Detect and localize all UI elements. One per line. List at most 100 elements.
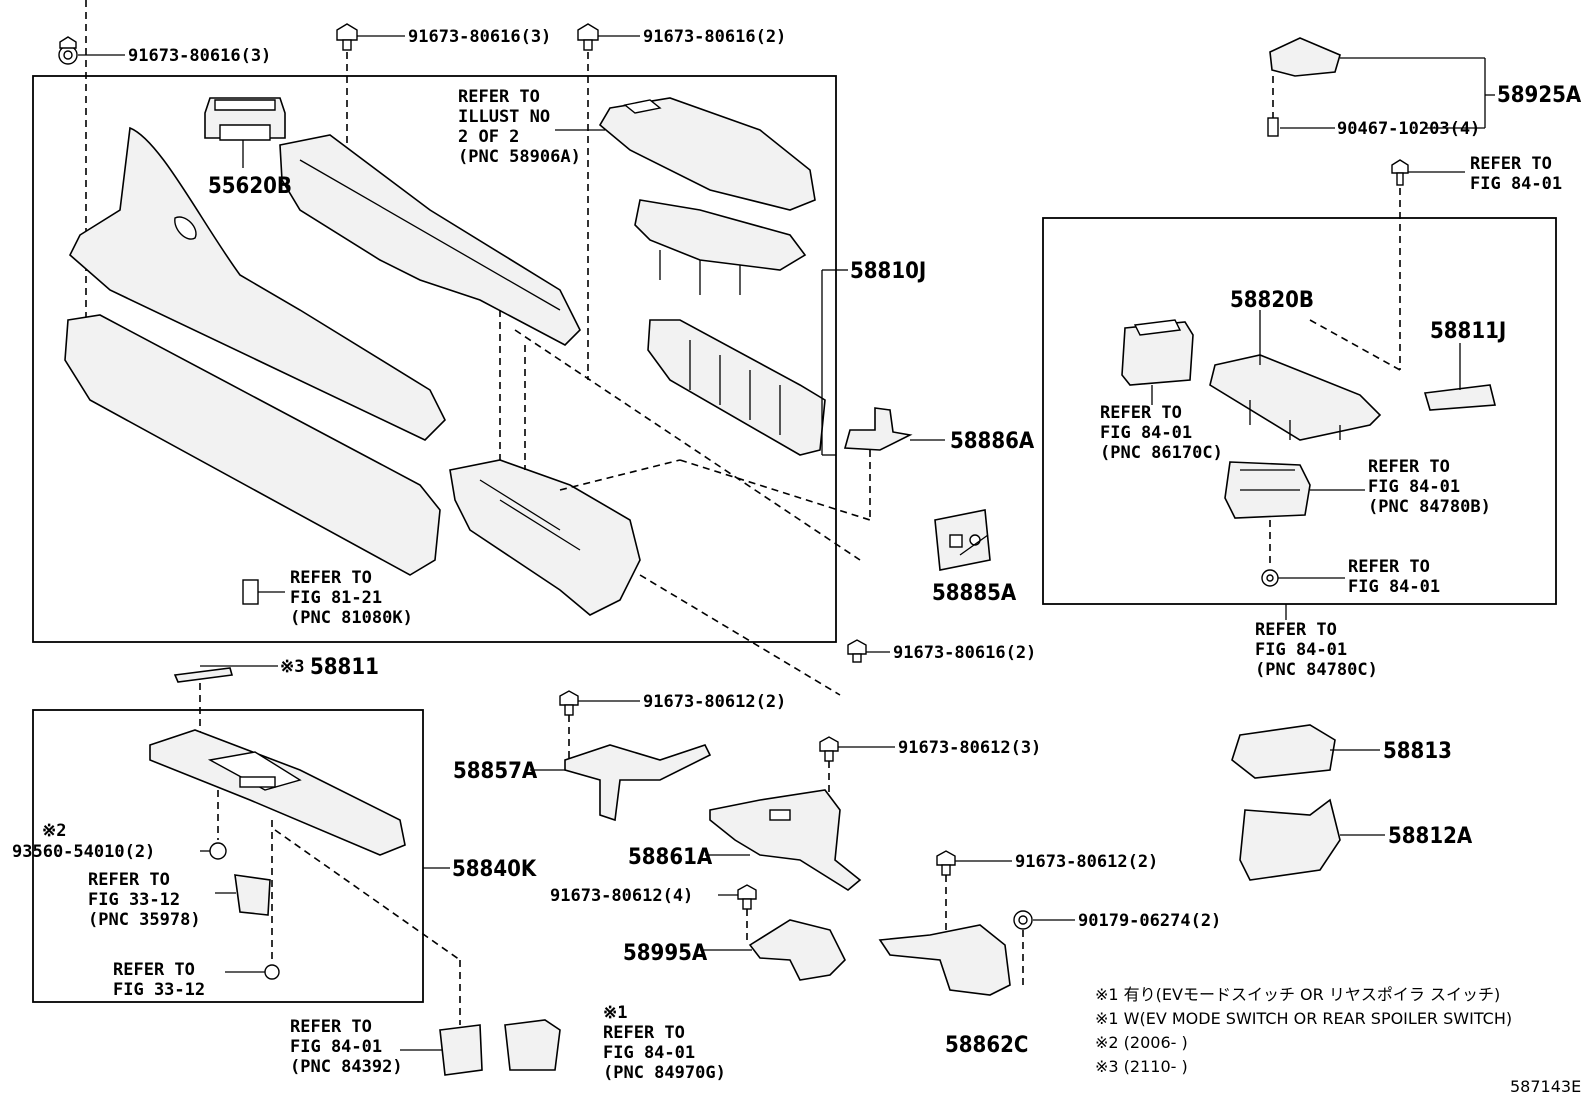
nut-refer-33-12-icon [264, 964, 280, 980]
part-hinge-mechanism-icon [634, 199, 807, 295]
svg-text:(PNC 84780C): (PNC 84780C) [1255, 660, 1378, 680]
svg-text:FIG 84-01: FIG 84-01 [1255, 640, 1347, 660]
svg-text:FIG 81-21: FIG 81-21 [290, 588, 382, 608]
label-91673-80612-2-a: 91673-80612(2) [643, 692, 786, 712]
svg-text:REFER TO: REFER TO [603, 1023, 685, 1043]
svg-text:(PNC 35978): (PNC 35978) [88, 910, 201, 930]
bolt-91673-80612-a-icon [559, 690, 579, 716]
ref-pnc-84780B: REFER TO FIG 84-01 (PNC 84780B) [1368, 457, 1491, 517]
part-58857A-bracket-icon [564, 744, 712, 822]
part-58995A-bracket-icon [748, 919, 846, 981]
svg-text:(PNC 86170C): (PNC 86170C) [1100, 443, 1223, 463]
ref-fig-33-12: REFER TO FIG 33-12 [113, 960, 205, 1000]
label-93560-mark: ※2 [42, 821, 66, 841]
label-55620B: 55620B [208, 174, 292, 199]
ref-fig-84-01-inner: REFER TO FIG 84-01 [1348, 557, 1440, 597]
part-storage-box-icon [647, 319, 826, 456]
label-91673-80612-3: 91673-80612(3) [898, 738, 1041, 758]
label-58995A: 58995A [623, 941, 708, 966]
ref-pnc-84970G: REFER TO FIG 84-01 (PNC 84970G) [603, 1023, 726, 1083]
diagram-id: 587143E [1510, 1077, 1581, 1096]
label-58810J: 58810J [850, 259, 926, 284]
bolt-91673-80612-b-icon [819, 736, 839, 762]
label-90179-06274: 90179-06274(2) [1078, 911, 1221, 931]
part-side-trim-icon [69, 126, 446, 441]
label-58885A: 58885A [932, 581, 1017, 606]
svg-text:REFER TO: REFER TO [290, 568, 372, 588]
svg-text:(PNC 81080K): (PNC 81080K) [290, 608, 413, 628]
label-58811-mark: ※3 [280, 657, 304, 677]
label-84970G-mark: ※1 [603, 1003, 627, 1023]
ref-fig-84-01-top: REFER TO FIG 84-01 [1470, 154, 1562, 194]
label-58811: 58811 [310, 655, 379, 680]
part-58862C-bracket-icon [878, 924, 1011, 996]
label-58811J: 58811J [1430, 319, 1506, 344]
svg-text:REFER TO: REFER TO [1470, 154, 1552, 174]
clip-90467-icon [1267, 117, 1279, 137]
svg-text:FIG 84-01: FIG 84-01 [603, 1043, 695, 1063]
footnote-3: ※3 (2110- ) [1095, 1057, 1188, 1076]
svg-text:FIG 33-12: FIG 33-12 [113, 980, 205, 1000]
svg-text:REFER TO: REFER TO [1255, 620, 1337, 640]
svg-text:REFER TO: REFER TO [113, 960, 195, 980]
label-91673-80616-3-top: 91673-80616(3) [408, 27, 551, 47]
label-58862C: 58862C [945, 1033, 1028, 1058]
footnote-1-jp: ※1 有り(EVモードスイッチ OR リヤスポイラ スイッチ) [1095, 985, 1500, 1004]
bolt-91673-80612-d-icon [737, 884, 757, 910]
part-connector-35978-icon [234, 874, 271, 916]
part-lower-frame-icon [449, 459, 641, 616]
ref-fig-81-21: REFER TO FIG 81-21 (PNC 81080K) [290, 568, 413, 628]
bolt-91673-80616-right-icon [577, 23, 599, 51]
label-90467-10203: 90467-10203(4) [1337, 119, 1480, 139]
part-55620B-icon [204, 97, 286, 141]
bolt-91673-80612-c-icon [936, 850, 956, 876]
clip-93560-icon [209, 842, 227, 860]
group-box-shift-panel [32, 709, 424, 1003]
svg-text:REFER TO: REFER TO [1100, 403, 1182, 423]
part-58812A-icon [1239, 798, 1341, 881]
label-93560-54010: 93560-54010(2) [12, 842, 155, 862]
label-58857A: 58857A [453, 759, 538, 784]
svg-text:FIG 84-01: FIG 84-01 [1470, 174, 1562, 194]
svg-text:REFER TO: REFER TO [290, 1017, 372, 1037]
label-58861A: 58861A [628, 845, 713, 870]
svg-text:ILLUST NO: ILLUST NO [458, 107, 550, 127]
label-91673-80612-4: 91673-80612(4) [550, 886, 693, 906]
part-switch-84780B-icon [1224, 461, 1311, 519]
bolt-91673-80616-lower-icon [847, 639, 867, 663]
label-58820B: 58820B [1230, 288, 1314, 313]
svg-text:2 OF 2: 2 OF 2 [458, 127, 519, 147]
part-58840K-panel-icon [149, 729, 406, 856]
group-box-main-console [32, 75, 837, 643]
part-58811-plate-icon [173, 667, 234, 683]
label-58886A: 58886A [950, 429, 1035, 454]
bolt-91673-80616-mid-icon [336, 23, 358, 51]
part-58811J-icon [1423, 384, 1497, 411]
ref-pnc-84392: REFER TO FIG 84-01 (PNC 84392) [290, 1017, 403, 1077]
part-58886A-icon [843, 407, 913, 451]
svg-text:(PNC 84970G): (PNC 84970G) [603, 1063, 726, 1083]
bolt-refer-84-01-top-icon [1391, 159, 1409, 186]
label-91673-80616-2-top: 91673-80616(2) [643, 27, 786, 47]
svg-text:REFER TO: REFER TO [458, 87, 540, 107]
svg-text:(PNC 84392): (PNC 84392) [290, 1057, 403, 1077]
ref-pnc-35978: REFER TO FIG 33-12 (PNC 35978) [88, 870, 201, 930]
nut-refer-84-01-inner-icon [1261, 569, 1279, 587]
part-58820B-icon [1209, 354, 1382, 441]
svg-text:FIG 84-01: FIG 84-01 [1368, 477, 1460, 497]
ref-pnc-86170C: REFER TO FIG 84-01 (PNC 86170C) [1100, 403, 1223, 463]
footnote-1-en: ※1 W(EV MODE SWITCH OR REAR SPOILER SWIT… [1095, 1009, 1512, 1028]
label-58840K: 58840K [452, 857, 537, 882]
part-console-upper-icon [279, 134, 581, 346]
footnote-2: ※2 (2006- ) [1095, 1033, 1188, 1052]
label-91673-80616-2-lower: 91673-80616(2) [893, 643, 1036, 663]
part-lower-panel-icon [64, 314, 441, 576]
label-58812A: 58812A [1388, 824, 1473, 849]
svg-text:FIG 84-01: FIG 84-01 [1100, 423, 1192, 443]
ref-illust-2of2: REFER TO ILLUST NO 2 OF 2 (PNC 58906A) [458, 87, 581, 167]
nut-90179-icon [1013, 910, 1033, 930]
svg-text:REFER TO: REFER TO [1348, 557, 1430, 577]
part-connector-81080K-icon [242, 579, 259, 605]
